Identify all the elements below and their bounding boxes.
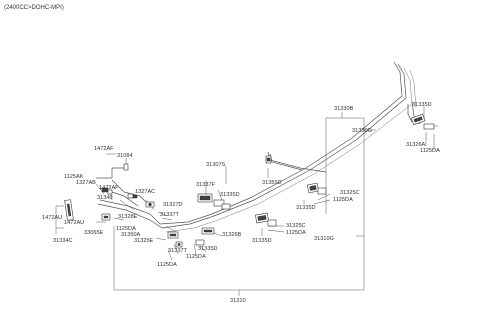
clip-31325c-right (306, 182, 327, 195)
clip-31337f (197, 193, 225, 207)
label-31340: 31340 (97, 195, 113, 201)
label-31335d-middle-2: 31335D (252, 238, 272, 244)
label-1327ab: 1327AB (76, 180, 96, 186)
engine-spec-header: (2400CC>DOHC-MPI) (4, 5, 64, 11)
label-1125ak: 1125AK (64, 174, 84, 180)
label-1125da-middle-right: 1125DA (333, 197, 353, 203)
label-1472af-a: 1472AF (94, 146, 114, 152)
label-31337t-b: 31337T (168, 248, 188, 254)
label-31337f: 31337F (196, 182, 216, 188)
main-pipe-bundle (97, 61, 421, 233)
clip-31350a (167, 231, 179, 239)
label-31084: 31084 (117, 153, 133, 159)
label-31325c-middle: 31325C (286, 223, 306, 229)
clip-31327d (145, 201, 155, 208)
label-31310g: 31310G (314, 236, 334, 242)
label-31335d-bottom: 31335D (198, 246, 218, 252)
label-1125da-right: 1125DA (420, 148, 440, 154)
clip-31328e (101, 213, 111, 221)
leader-box-31330b (325, 117, 365, 290)
clip-31337t-bottom (175, 241, 183, 248)
label-1472af-b: 1472AF (99, 185, 119, 191)
part-labels: 31330B 31330G 31335D 31326A 1125DA 1472A… (42, 102, 440, 304)
label-31330b: 31330B (334, 106, 354, 112)
clip-31325c-middle (255, 212, 277, 227)
label-31330g: 31330G (352, 128, 372, 134)
bracket-31334c (64, 199, 74, 221)
label-31334c: 31334C (53, 238, 73, 244)
misc-leaders (55, 106, 435, 296)
label-1125da-bottom-middle: 1125DA (186, 254, 206, 260)
label-31335d-top-right: 31335D (412, 102, 432, 108)
leader-box-31310 (113, 226, 364, 291)
label-31325c-right: 31325C (340, 190, 360, 196)
label-31355d: 31355D (262, 180, 282, 186)
label-1472au-b: 1472AU (64, 220, 84, 226)
label-1125da-bottom: 1125DA (157, 262, 177, 268)
label-1125da-middle-2: 1125DA (286, 230, 306, 236)
label-1327ac: 1327AC (135, 189, 155, 195)
label-31327d: 31327D (163, 202, 183, 208)
label-31310: 31310 (230, 298, 246, 304)
label-31326a: 31326A (406, 142, 426, 148)
label-31337t-a: 31337T (160, 212, 180, 218)
clip-31335d-top-right (410, 113, 438, 130)
label-31307s: 31307S (206, 162, 226, 168)
clip-1327ab (101, 187, 113, 195)
label-31325e: 31325E (134, 238, 154, 244)
clip-31335d-middle (221, 203, 231, 210)
label-1125da-left: 1125DA (116, 226, 136, 232)
clip-31084 (123, 163, 129, 171)
clip-31355d (265, 155, 272, 164)
label-33065e: 33065E (84, 230, 104, 236)
label-31335d-middle: 31335D (220, 192, 240, 198)
label-1472au-a: 1472AU (42, 215, 62, 221)
label-31328e: 31328E (118, 214, 138, 220)
clip-1327ac (127, 193, 138, 199)
label-31326b: 31326B (222, 232, 242, 238)
label-31335d-middle-right: 31335D (296, 205, 316, 211)
vapor-line-upper (267, 151, 327, 173)
clip-31326b (195, 227, 215, 246)
label-31350a: 31350A (121, 232, 141, 238)
